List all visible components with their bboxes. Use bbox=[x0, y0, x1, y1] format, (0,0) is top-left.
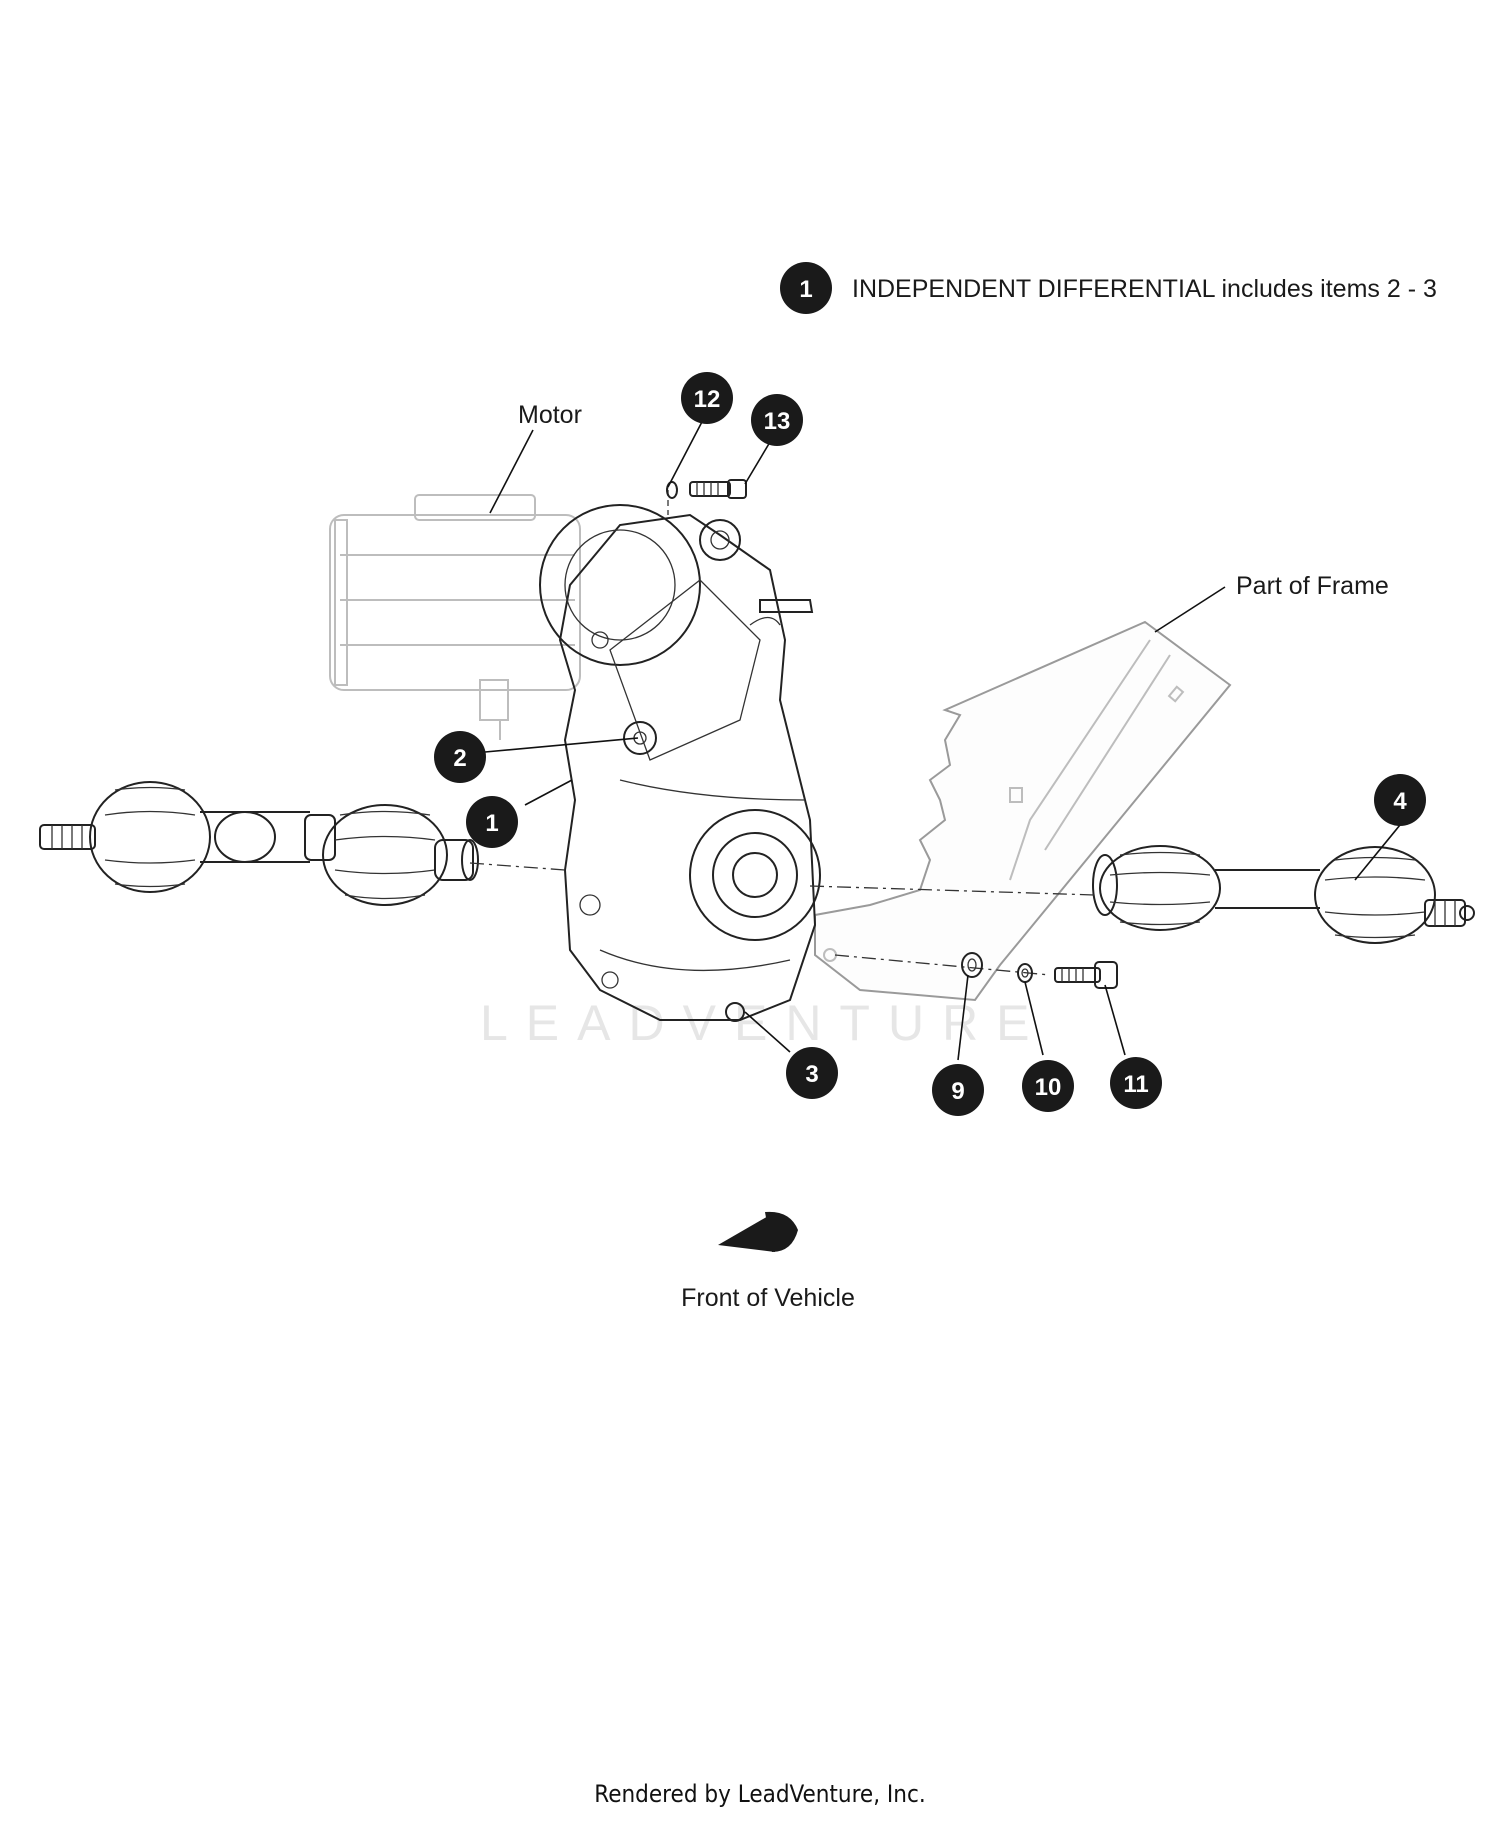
svg-text:12: 12 bbox=[694, 386, 721, 413]
callout-10: 10 bbox=[1022, 1060, 1074, 1112]
callout-13: 13 bbox=[751, 394, 803, 446]
legend-callout: 1 bbox=[780, 262, 832, 314]
bolt-13 bbox=[666, 479, 747, 499]
callout-11: 11 bbox=[1110, 1057, 1162, 1109]
footer-credit: Rendered by LeadVenture, Inc. bbox=[594, 1780, 925, 1808]
watermark: LEADVENTURE bbox=[480, 995, 1048, 1051]
callout-4: 4 bbox=[1374, 774, 1426, 826]
svg-text:1: 1 bbox=[485, 810, 498, 837]
differential-housing bbox=[539, 504, 821, 1022]
svg-text:3: 3 bbox=[805, 1061, 818, 1088]
svg-text:4: 4 bbox=[1393, 788, 1407, 815]
callout-1: 1 bbox=[466, 796, 518, 848]
leader-lines bbox=[484, 417, 1401, 1061]
callout-2: 2 bbox=[434, 731, 486, 783]
motor bbox=[329, 494, 581, 740]
svg-text:9: 9 bbox=[951, 1078, 964, 1105]
callout-12: 12 bbox=[681, 372, 733, 424]
svg-text:2: 2 bbox=[453, 745, 466, 772]
svg-text:10: 10 bbox=[1035, 1074, 1062, 1101]
frame-label: Part of Frame bbox=[1236, 572, 1389, 600]
callout-3: 3 bbox=[786, 1047, 838, 1099]
right-axle-shaft bbox=[1092, 845, 1475, 944]
front-label: Front of Vehicle bbox=[681, 1284, 855, 1312]
svg-text:13: 13 bbox=[764, 408, 791, 435]
motor-label: Motor bbox=[518, 401, 582, 429]
frame-bracket bbox=[814, 620, 1232, 1002]
svg-text:1: 1 bbox=[799, 276, 812, 303]
front-arrow-icon bbox=[718, 1211, 798, 1252]
left-axle-shaft bbox=[39, 781, 479, 906]
callout-9: 9 bbox=[932, 1064, 984, 1116]
legend-text: INDEPENDENT DIFFERENTIAL includes items … bbox=[852, 275, 1437, 303]
svg-text:11: 11 bbox=[1123, 1071, 1148, 1098]
